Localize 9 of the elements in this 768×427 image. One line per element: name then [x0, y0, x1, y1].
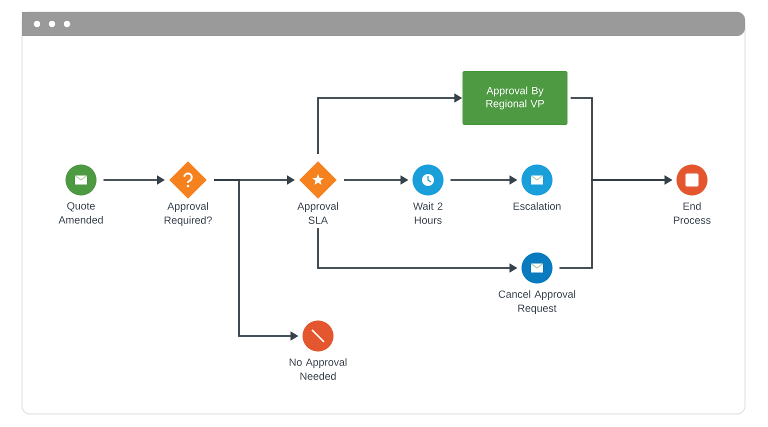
node-label: Cancel Approval Request [498, 290, 576, 314]
node-label: Escalation [514, 202, 561, 210]
node-label: End Process [674, 202, 711, 224]
node-label: No Approval Needed [290, 358, 346, 380]
node-label: Approval SLA [297, 202, 338, 224]
node-label: Quote Amended [58, 202, 103, 224]
node-label: Wait 2 Hours [413, 202, 442, 224]
node-label: Approval Required? [164, 202, 212, 226]
process-box: Approval By Regional VP [462, 71, 568, 125]
